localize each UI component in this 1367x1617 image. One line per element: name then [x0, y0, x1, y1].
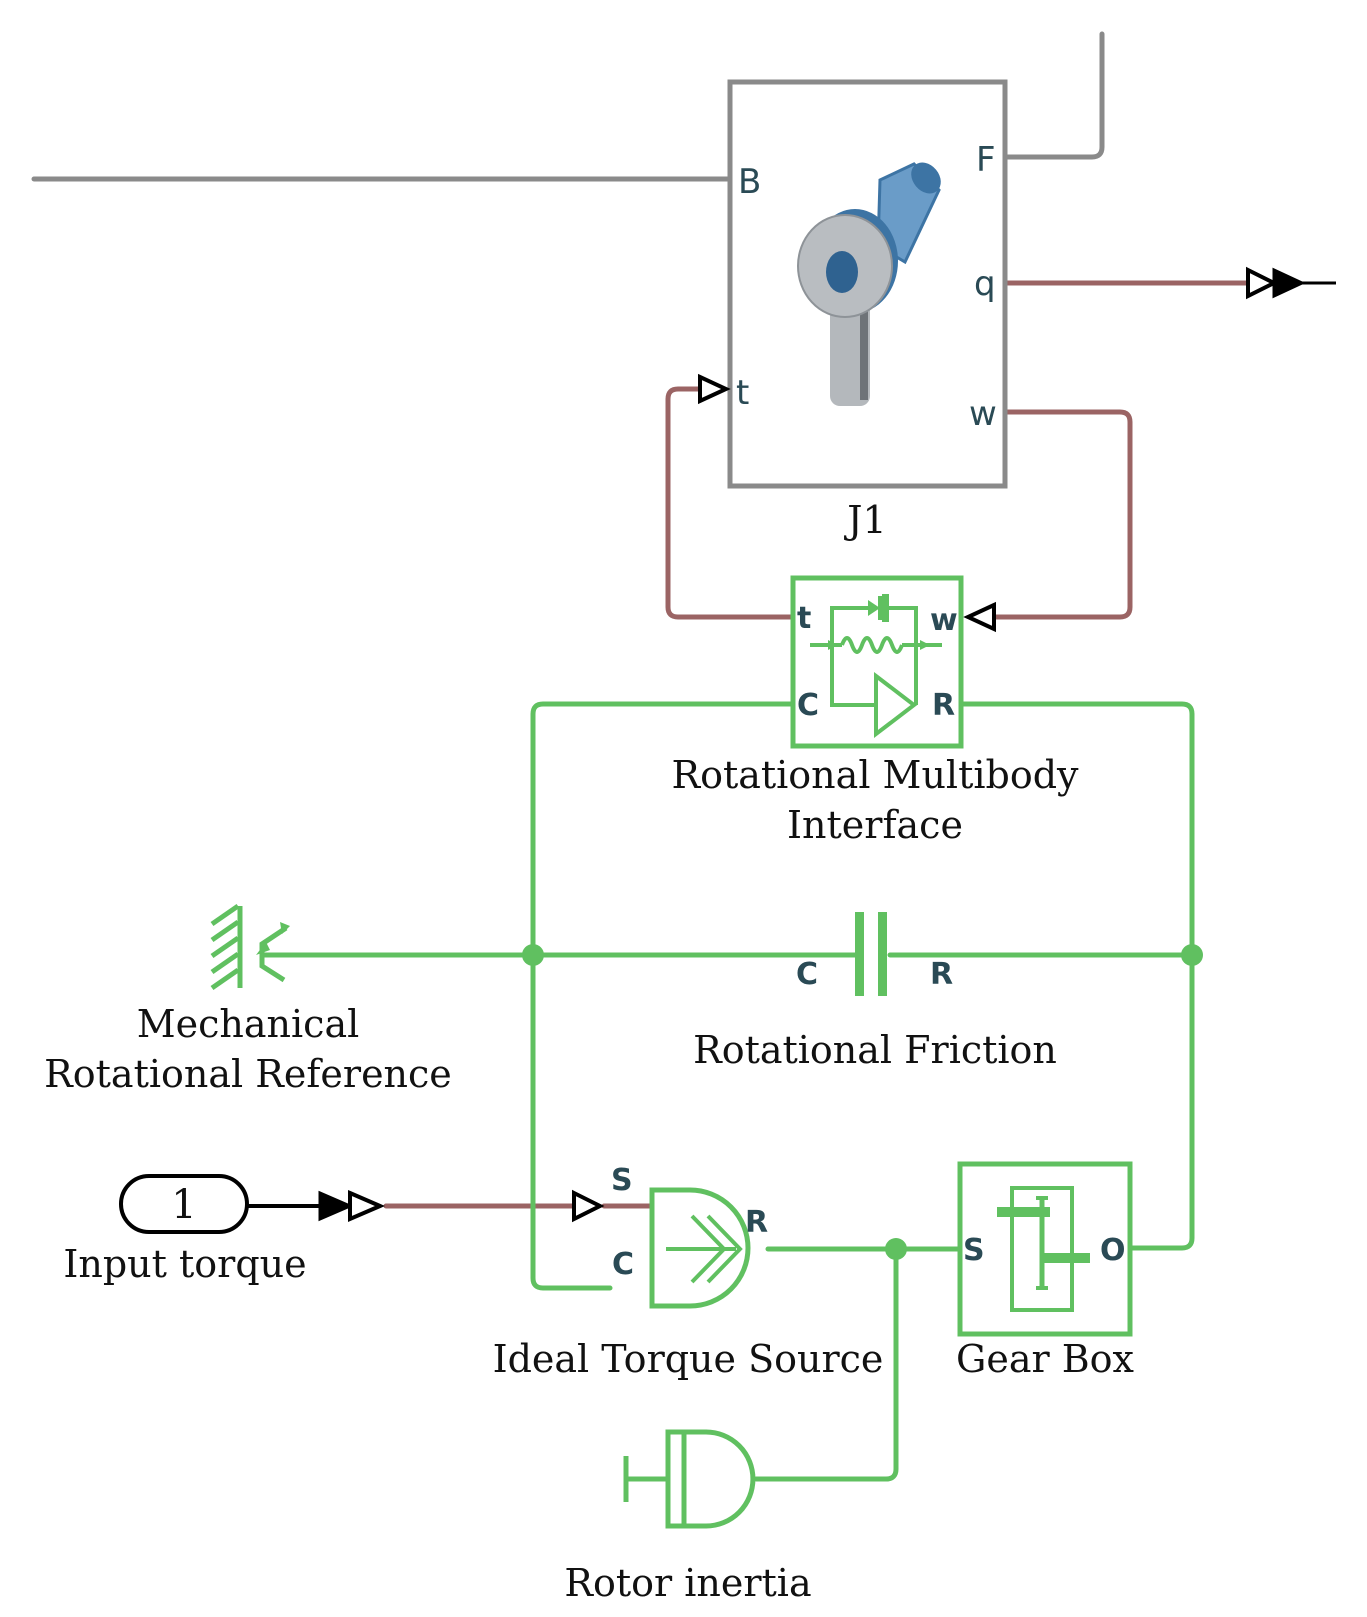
block-label-rotor-inertia: Rotor inertia — [564, 1561, 811, 1605]
signal-torque-loop[interactable] — [665, 386, 796, 620]
mech-inertia-line[interactable] — [753, 1246, 899, 1482]
block-label-gear-box: Gear Box — [956, 1337, 1134, 1381]
junction-dot — [1181, 944, 1203, 966]
port-label-o: O — [1100, 1233, 1126, 1268]
port-label-r: R — [745, 1205, 768, 1240]
port-label-t: t — [736, 373, 749, 413]
block-rotational-multibody-interface[interactable]: t w C R Rotational Multibody Interface — [671, 575, 1079, 847]
signal-arrowhead — [698, 373, 731, 405]
port-label-r: R — [932, 688, 955, 723]
block-label-torque-source: Ideal Torque Source — [493, 1337, 884, 1381]
block-label-reference-line1: Mechanical — [137, 1002, 360, 1046]
friction-clutch-icon — [855, 912, 887, 996]
gear-icon — [997, 1186, 1090, 1312]
junction-dot — [522, 944, 544, 966]
connection-f[interactable] — [1002, 31, 1105, 160]
spring-damper-interface-icon — [810, 594, 942, 739]
port-label-b: B — [738, 162, 761, 202]
block-rotor-inertia[interactable]: Rotor inertia — [564, 1429, 812, 1605]
port-label-c: C — [612, 1247, 634, 1282]
mech-c-bus[interactable] — [530, 701, 796, 1291]
torque-source-icon — [666, 1214, 743, 1284]
port-label-c: C — [797, 688, 819, 723]
signal-speed-loop[interactable] — [991, 409, 1133, 620]
block-label-interface-line1: Rotational Multibody — [671, 753, 1079, 797]
signal-arrowhead — [572, 1189, 605, 1223]
revolute-joint-icon — [797, 162, 941, 406]
block-label-input-torque: Input torque — [63, 1242, 306, 1286]
port-label-w: w — [969, 394, 997, 434]
port-label-r: R — [930, 957, 953, 992]
inertia-icon — [623, 1429, 756, 1529]
block-rotational-friction[interactable]: C R Rotational Friction — [693, 912, 1057, 1072]
port-label-t: t — [797, 601, 811, 636]
junction-dot — [885, 1238, 907, 1260]
port-label-q: q — [974, 264, 996, 304]
block-mechanical-rotational-reference[interactable]: Mechanical Rotational Reference — [44, 903, 452, 1096]
block-label-reference-line2: Rotational Reference — [44, 1052, 452, 1096]
block-ideal-torque-source[interactable]: S C R Ideal Torque Source — [493, 1163, 884, 1381]
port-label-w: w — [930, 603, 958, 638]
signal-output-arrows — [1246, 266, 1336, 300]
block-label-interface-line2: Interface — [787, 803, 963, 847]
ground-reference-icon — [210, 903, 290, 991]
signal-arrowhead — [963, 601, 996, 633]
port-label-s: S — [963, 1233, 985, 1268]
block-gear-box[interactable]: S O Gear Box — [956, 1161, 1134, 1381]
block-label-friction: Rotational Friction — [693, 1028, 1057, 1072]
block-j1[interactable]: B F q t w J1 — [727, 79, 1008, 542]
inport-number: 1 — [171, 1182, 196, 1228]
block-label-j1: J1 — [843, 498, 886, 542]
port-label-s: S — [611, 1163, 633, 1198]
block-input-torque[interactable]: 1 Input torque — [63, 1174, 386, 1286]
port-label-c: C — [796, 957, 818, 992]
mech-r-bus[interactable] — [958, 701, 1195, 1251]
port-label-f: F — [976, 140, 996, 180]
